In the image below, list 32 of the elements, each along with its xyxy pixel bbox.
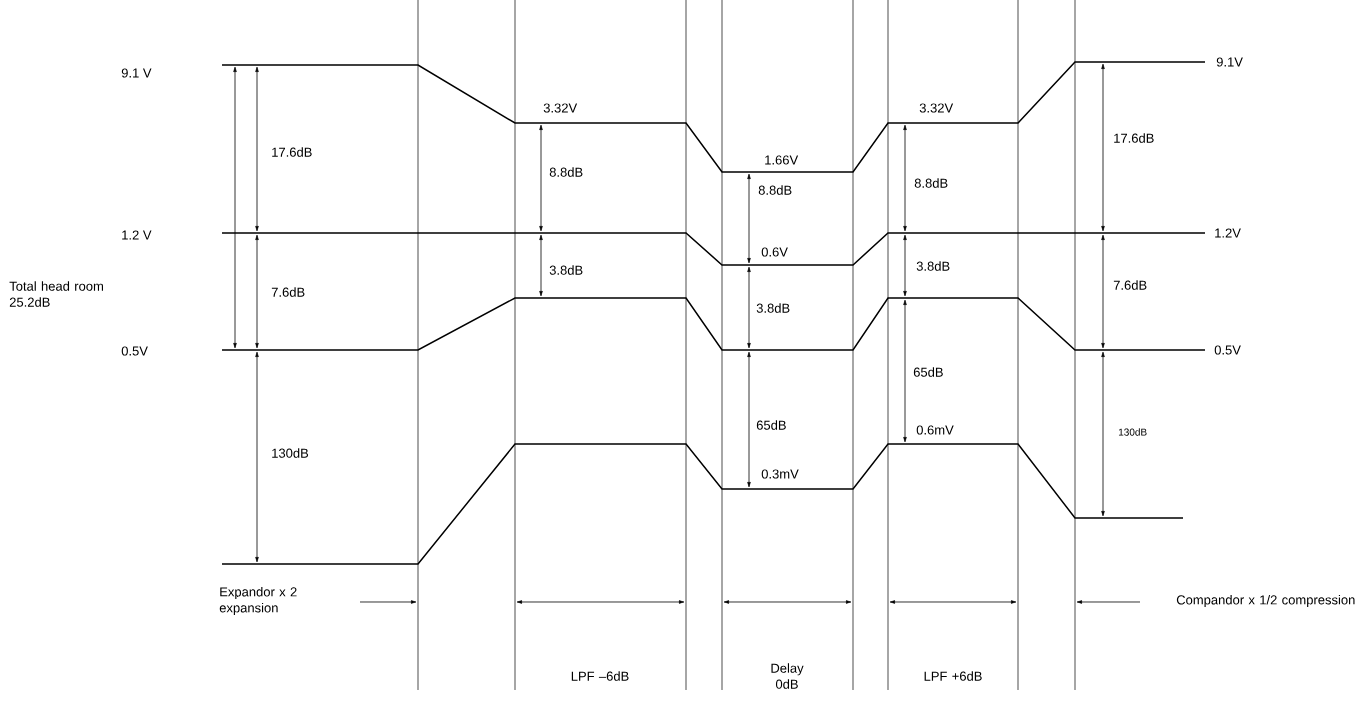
value-label: 130dB [272,448,309,458]
stage-label: Compandor x 1/2 compression [1176,594,1355,608]
value-label: 7.6dB [1113,280,1147,290]
stage-label: LPF –6dB [571,671,629,681]
value-label: 3.8dB [549,265,583,275]
value-label: 8.8dB [914,178,948,188]
stage-label: Total head room 25.2dB [9,281,103,307]
value-label: 17.6dB [1114,133,1154,143]
value-label: 7.6dB [271,287,305,297]
value-label: 0.5V [121,346,148,356]
value-label: 8.8dB [549,167,583,177]
value-label: 1.66V [765,155,799,165]
value-label: 65dB [913,367,943,377]
value-label: 9.1V [1216,57,1243,67]
value-label: 0.5V [1214,345,1241,355]
value-label: 65dB [756,420,786,430]
stage-label: Delay 0dB [771,663,804,689]
value-label: 3.8dB [916,261,950,271]
value-label: 17.6dB [272,147,312,157]
value-label: 0.3mV [761,469,799,479]
stage-label: LPF +6dB [924,671,982,681]
value-label: 1.2 V [122,230,152,240]
value-label: 3.32V [919,103,954,113]
value-label: 8.8dB [758,185,792,195]
value-label: 1.2V [1215,228,1241,238]
value-label: 3.8dB [756,303,790,313]
value-label: 0.6mV [916,425,954,435]
value-label: 3.32V [543,103,578,113]
stage-label: Expandor x 2 expansion [219,586,297,616]
value-label: 0.6V [761,247,788,257]
value-label: 9.1 V [121,68,152,78]
value-label: 130dB [1118,428,1147,436]
